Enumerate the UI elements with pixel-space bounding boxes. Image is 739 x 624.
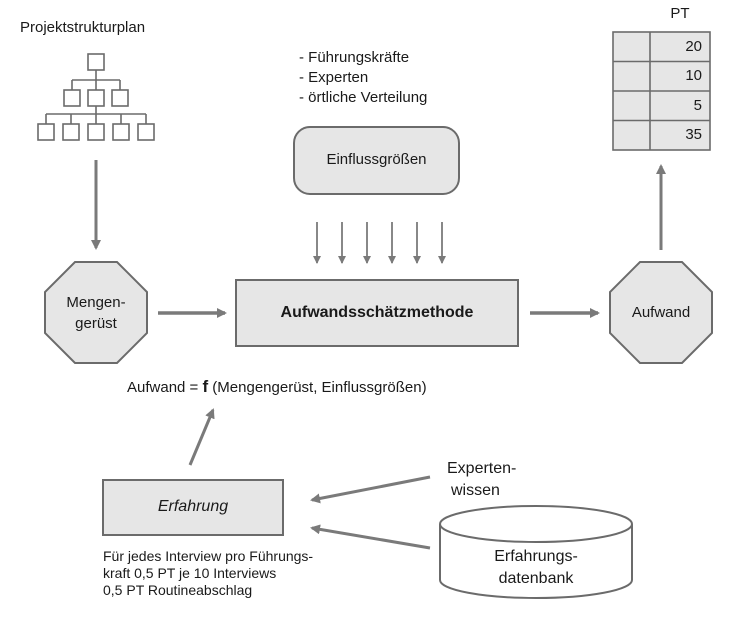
factors-label: Einflussgrößen <box>326 151 427 168</box>
effort-octagon <box>609 261 713 364</box>
quantity-label: Mengen- gerüst <box>45 292 147 334</box>
arrow-database-to-experience <box>310 524 431 550</box>
pt-value: 20 <box>685 38 702 55</box>
pt-table <box>612 31 711 151</box>
expert-knowledge-line1: Experten- <box>447 460 517 477</box>
factor-item: - Experten <box>299 69 369 86</box>
experience-label: Erfahrung <box>157 498 229 515</box>
pt-value: 5 <box>693 97 702 114</box>
arrow-experience-to-formula <box>188 408 215 466</box>
arrow-expert-to-experience <box>310 475 431 504</box>
formula-prefix: Aufwand = <box>127 379 203 396</box>
database-label: Erfahrungs- datenbank <box>440 546 632 590</box>
wbs-tree-icon <box>37 53 155 141</box>
quantity-label-line2: gerüst <box>75 315 117 332</box>
factor-item: - Führungskräfte <box>299 49 410 66</box>
experience-note-line: 0,5 PT Routineabschlag <box>103 582 253 598</box>
experience-note-line: Für jedes Interview pro Führungs- <box>103 548 314 564</box>
expert-knowledge-line2: wissen <box>451 482 500 499</box>
expert-knowledge-label: Experten- wissen <box>447 458 516 502</box>
factor-list: - Führungskräfte - Experten - örtliche V… <box>299 48 427 108</box>
formula-f: f <box>202 377 209 396</box>
effort-label: Aufwand <box>631 304 691 321</box>
experience-box <box>102 479 284 536</box>
pt-value: 10 <box>685 67 702 84</box>
method-label: Aufwandsschätzmethode <box>280 304 474 321</box>
quantity-octagon <box>44 261 148 364</box>
factor-item: - örtliche Verteilung <box>299 89 428 106</box>
method-box <box>235 279 519 347</box>
experience-note: Für jedes Interview pro Führungs- kraft … <box>103 548 313 599</box>
formula-suffix: (Mengengerüst, Einflussgrößen) <box>208 379 427 396</box>
quantity-label-line1: Mengen- <box>66 294 126 311</box>
pt-value: 35 <box>685 126 702 143</box>
wbs-title: Projektstrukturplan <box>20 19 146 36</box>
formula: Aufwand = f (Mengengerüst, Einflussgröße… <box>127 377 427 398</box>
pt-header: PT <box>670 5 690 22</box>
experience-note-line: kraft 0,5 PT je 10 Interviews <box>103 565 277 581</box>
database-line2: datenbank <box>498 570 574 587</box>
database-line1: Erfahrungs- <box>494 548 578 565</box>
database-cylinder <box>439 505 633 599</box>
factors-box <box>293 126 460 195</box>
factor-arrows <box>313 222 446 264</box>
